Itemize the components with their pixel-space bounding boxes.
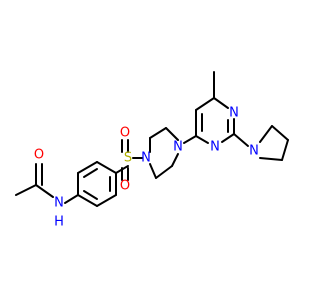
atom-s-sulfonyl: S	[124, 151, 132, 166]
bond-pyrr-1	[259, 125, 273, 143]
bond-n-ring	[64, 194, 79, 204]
bond-pip-5	[155, 165, 173, 179]
atom-n-pyrimidine-1: N	[229, 106, 239, 121]
bond-ar-4	[96, 161, 117, 174]
bond-pym-2	[195, 97, 215, 111]
bond-pyrr-4	[259, 157, 283, 161]
atom-labels: O N H S O O N N N N N	[34, 106, 259, 230]
bond-ar-2	[96, 194, 117, 207]
atom-h-amide: H	[54, 215, 64, 230]
bond-pyrr-3	[281, 139, 289, 161]
atom-o-carbonyl: O	[34, 148, 44, 163]
atom-n-pyrimidine-3: N	[210, 140, 220, 155]
bond-pym-3	[213, 97, 229, 109]
bond-ar-5	[77, 161, 98, 174]
bond-pyrr-2	[271, 125, 289, 141]
bond-pip-6	[171, 153, 179, 167]
structure-diagram: O N H S O O N N N N N	[15, 71, 289, 230]
atom-n-amide: N	[54, 196, 64, 211]
bond-carbonyl-n	[35, 184, 54, 198]
atom-n-pyrrolidine: N	[249, 144, 259, 159]
bond-pym-6	[195, 135, 209, 144]
atom-o-sulfonyl-bottom: O	[120, 179, 130, 194]
bond-pip-2	[149, 127, 167, 139]
atom-n-piperazine-4: N	[173, 140, 183, 155]
bond-pym-pyrr	[233, 133, 249, 147]
bond-methyl-carbonyl	[15, 184, 37, 196]
atom-n-piperazine-1: N	[141, 151, 151, 166]
bond-ar-inner-1	[83, 190, 98, 200]
bond-ar-inner-3	[83, 168, 98, 178]
bond-pip-4	[149, 163, 157, 179]
bond-ar-1	[77, 194, 98, 207]
bond-pip-3	[165, 127, 179, 141]
bond-pip-pyr	[183, 135, 197, 144]
bonds	[15, 71, 289, 207]
atom-o-sulfonyl-top: O	[120, 126, 130, 141]
bond-pym-5	[221, 133, 235, 143]
